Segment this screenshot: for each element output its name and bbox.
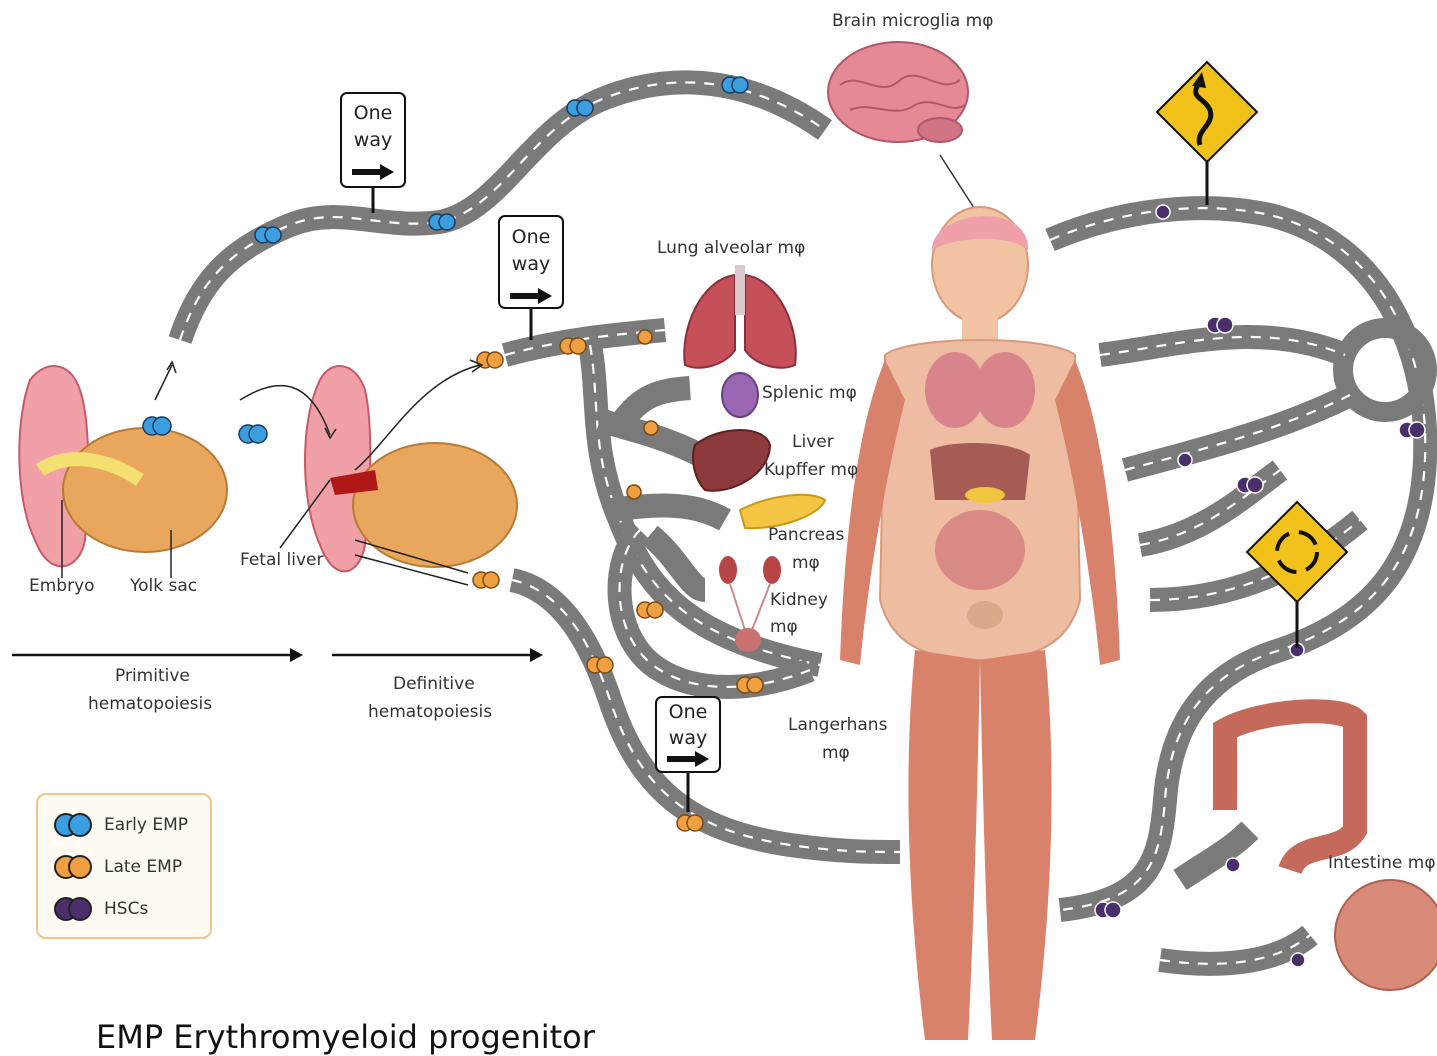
label-intestine: Intestine mφ <box>1328 853 1436 873</box>
label-embryo: Embryo <box>29 576 95 596</box>
label-primitive: Primitive <box>115 666 190 686</box>
label-fetal-liver: Fetal liver <box>240 550 323 570</box>
embryo-yolk-sac-fetal <box>305 366 517 571</box>
svg-text:One: One <box>354 102 393 124</box>
legend-label: HSCs <box>104 899 148 919</box>
hsc-cell <box>1095 902 1121 918</box>
svg-text:way: way <box>512 253 550 275</box>
label-pancreas: Pancreas <box>768 525 845 545</box>
label-splenic: Splenic mφ <box>762 383 857 403</box>
footnote: EMP Erythromyeloid progenitor <box>96 1018 595 1056</box>
svg-text:way: way <box>669 727 707 749</box>
spleen-illustration <box>722 373 758 417</box>
label-kidney: Kidney <box>770 590 828 610</box>
label-yolk-sac: Yolk sac <box>129 576 197 596</box>
late-emp-cell <box>638 330 652 344</box>
embryo-yolk-sac-left <box>19 366 227 566</box>
early-emp-cell <box>567 100 593 116</box>
hsc-icon <box>52 896 98 922</box>
timeline-arrows <box>12 648 543 662</box>
label-kupffer: Kupffer mφ <box>764 460 858 480</box>
early-emp-icon <box>52 812 98 838</box>
early-emp-cell <box>239 425 267 443</box>
lung-illustration <box>684 265 796 368</box>
legend-item-hsc: HSCs <box>52 894 148 924</box>
late-emp-cell <box>644 421 658 435</box>
hsc-cell <box>1399 422 1425 438</box>
label-definitive-hematopoiesis: hematopoiesis <box>368 702 492 722</box>
hsc-cell <box>1237 477 1263 493</box>
legend: Early EMP Late EMP HSCs <box>36 793 212 939</box>
label-lung: Lung alveolar mφ <box>657 238 805 258</box>
late-emp-cell <box>627 485 641 499</box>
small-intestine-illustration <box>1335 880 1437 990</box>
late-emp-cell <box>473 572 499 588</box>
label-definitive: Definitive <box>393 674 475 694</box>
pancreas-illustration <box>740 495 825 528</box>
legend-item-early-emp: Early EMP <box>52 810 188 840</box>
hsc-cell <box>1207 317 1233 333</box>
winding-road-sign <box>1157 62 1257 205</box>
hsc-cell <box>1156 205 1170 219</box>
late-emp-cell <box>587 657 613 673</box>
hsc-cell <box>1226 858 1240 872</box>
label-langerhans: Langerhans <box>788 715 888 735</box>
early-emp-cell <box>255 227 281 243</box>
late-emp-icon <box>52 854 98 880</box>
label-langerhans-mphi: mφ <box>822 743 850 763</box>
svg-text:One: One <box>512 226 551 248</box>
svg-text:One: One <box>669 701 708 723</box>
late-emp-cell <box>637 602 663 618</box>
hsc-cell <box>1291 953 1305 967</box>
hsc-cell <box>1178 453 1192 467</box>
one-way-sign: One way <box>499 216 563 340</box>
late-emp-cell <box>560 338 586 354</box>
label-kidney-mphi: mφ <box>770 617 798 637</box>
early-emp-cell <box>429 214 455 230</box>
label-pancreas-mphi: mφ <box>792 553 820 573</box>
legend-label: Late EMP <box>104 857 182 877</box>
late-emp-cell <box>677 815 703 831</box>
label-brain: Brain microglia mφ <box>832 11 993 31</box>
one-way-sign: One way <box>341 93 405 213</box>
early-emp-cell <box>143 417 171 435</box>
svg-text:way: way <box>354 129 392 151</box>
label-liver: Liver <box>792 432 834 452</box>
late-emp-cell <box>737 677 763 693</box>
legend-item-late-emp: Late EMP <box>52 852 182 882</box>
legend-label: Early EMP <box>104 815 188 835</box>
liver-illustration <box>693 430 770 491</box>
early-emp-cell <box>722 77 748 93</box>
brain-illustration <box>828 42 968 142</box>
label-primitive-hematopoiesis: hematopoiesis <box>88 694 212 714</box>
